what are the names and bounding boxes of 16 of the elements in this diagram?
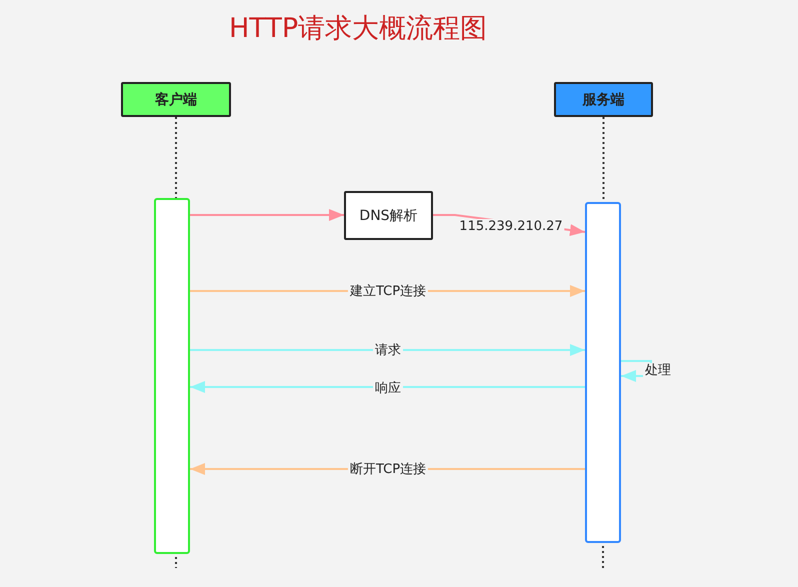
activation-bar (585, 202, 621, 543)
edge-label: 建立TCP连接 (348, 284, 428, 300)
arrow (190, 344, 585, 356)
edge-label: 处理 (643, 363, 673, 379)
process-box: DNS解析 (344, 191, 433, 240)
participant-box: 服务端 (554, 82, 653, 117)
participant-box: 客户端 (121, 82, 231, 117)
edge-label: 断开TCP连接 (348, 462, 428, 478)
arrow (190, 209, 344, 221)
activation-bar (154, 198, 190, 554)
edge-label: 响应 (373, 381, 403, 397)
title: HTTP请求大概流程图 (229, 12, 488, 46)
lifeline (602, 117, 604, 202)
arrow (190, 381, 585, 393)
lifeline (175, 117, 177, 198)
edge-label: 请求 (373, 343, 403, 359)
